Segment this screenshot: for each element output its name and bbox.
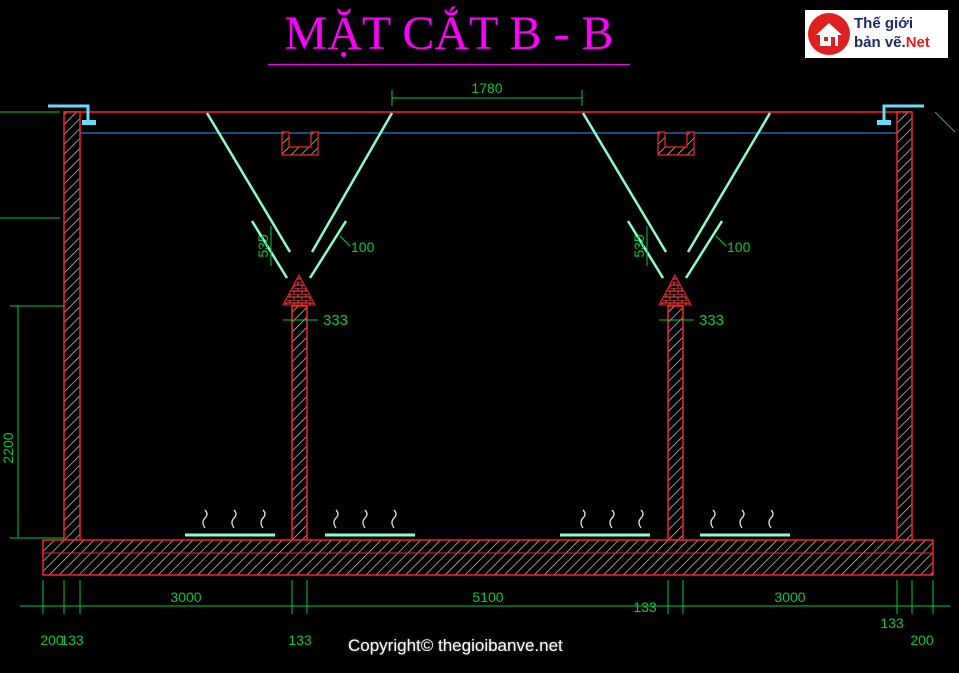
dim-wall-right-top: 333 xyxy=(699,312,724,329)
right-brick-cap xyxy=(658,273,692,306)
dim-wall-133-a: 133 xyxy=(60,632,84,648)
right-outer-wall xyxy=(896,111,913,541)
left-top-channel xyxy=(281,131,319,156)
left-pipe-flange xyxy=(82,120,96,125)
dim-wall-133-c: 133 xyxy=(633,599,657,615)
site-logo[interactable]: Thế giới bản vẽ.Net xyxy=(805,10,948,58)
right-partition-wall xyxy=(667,305,684,541)
drawing-title: MẶT CẮT B - B xyxy=(284,7,614,60)
dim-baffle-height-left: 535 xyxy=(255,234,271,258)
base-slab xyxy=(42,539,934,576)
dim-baffle-gap-right: 100 xyxy=(727,239,751,255)
dim-edge-200-left: 200 xyxy=(40,632,64,648)
right-hopper-baffles xyxy=(581,112,772,279)
title-underline xyxy=(268,64,630,65)
logo-text-main: bản vẽ. xyxy=(854,34,906,51)
dim-top-spacing: 1780 xyxy=(471,80,502,96)
logo-text-accent: Net xyxy=(905,34,930,51)
dim-left-height: 2200 xyxy=(0,432,16,463)
copyright-text: Copyright© thegioibanve.net xyxy=(348,636,563,655)
dim-edge-200-right: 200 xyxy=(910,632,934,648)
right-pipe-flange xyxy=(877,120,891,125)
logo-text-line1: Thế giới xyxy=(854,15,913,32)
left-brick-cap xyxy=(282,273,316,306)
left-inlet-pipe xyxy=(48,104,90,122)
right-top-channel xyxy=(657,131,695,156)
dim-bottom-span-1: 3000 xyxy=(170,589,201,605)
left-hopper-baffles xyxy=(205,112,394,279)
dim-bottom-span-3: 3000 xyxy=(774,589,805,605)
dim-baffle-height-right: 535 xyxy=(631,234,647,258)
logo-text-line2: bản vẽ.Net xyxy=(854,34,930,51)
dim-bottom-span-2: 5100 xyxy=(472,589,503,605)
house-icon xyxy=(808,13,850,55)
dimension-lines xyxy=(0,90,956,614)
dim-wall-133-b: 133 xyxy=(288,632,312,648)
left-partition-wall xyxy=(291,305,308,541)
bubble-icons xyxy=(202,509,774,529)
dim-baffle-gap-left: 100 xyxy=(351,239,375,255)
right-inlet-pipe xyxy=(882,104,924,122)
dimension-texts: 1780 535 535 100 100 333 333 2200 3000 5… xyxy=(0,80,934,648)
dim-wall-133-d: 133 xyxy=(880,615,904,631)
dim-wall-left-top: 333 xyxy=(323,312,348,329)
left-outer-wall xyxy=(63,111,81,541)
